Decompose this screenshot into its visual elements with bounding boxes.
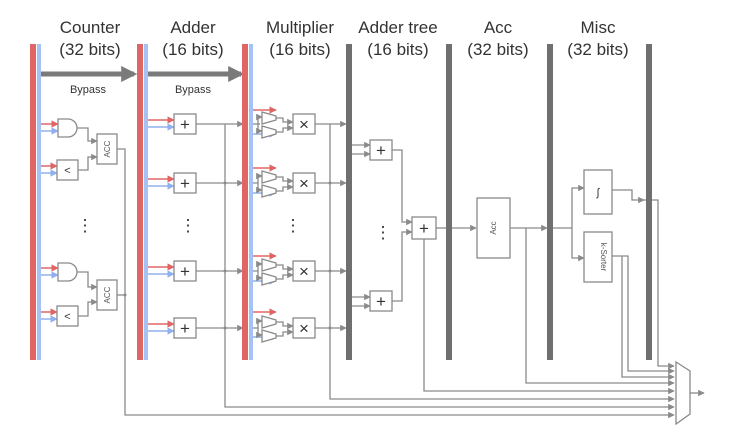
adder-input-arrows: [144, 116, 175, 335]
multiplier-ellipsis: ⋮: [285, 216, 302, 235]
mux-4a: [261, 315, 277, 329]
counter-red-bus: [30, 44, 36, 360]
output-mux: [675, 360, 705, 426]
acc-stage: Acc: [476, 197, 548, 259]
header-multiplier-bits: (16 bits): [269, 40, 330, 59]
adder-bottom-symbol: +: [180, 319, 190, 338]
header-misc-name: Misc: [581, 18, 616, 37]
mux-2b: [261, 184, 277, 198]
acc-block-label: Acc: [489, 221, 498, 234]
output-bus: [646, 44, 652, 360]
output-routing: [117, 124, 675, 419]
multiplier-red-bus: [242, 44, 248, 360]
acc-bus: [446, 44, 452, 360]
adder-second-symbol: +: [180, 174, 190, 193]
adder-third-symbol: +: [180, 262, 190, 281]
adder-ellipsis: ⋮: [180, 216, 197, 235]
mul-row-2: ×: [250, 170, 347, 198]
integrator-block: [583, 169, 613, 215]
adder-stage: + + + + ⋮: [144, 113, 244, 339]
bypass-arrows: Bypass Bypass: [41, 65, 245, 96]
multiplier-1-symbol: ×: [299, 115, 309, 134]
mul-row-1: ×: [256, 111, 347, 139]
and-gate-top: [57, 118, 78, 138]
mul-row-3: ×: [250, 258, 347, 286]
header-misc-bits: (32 bits): [567, 40, 628, 59]
misc-stage: ∫ k-Sorter: [553, 169, 645, 283]
adder-tree-bus: [346, 44, 352, 360]
counter-bypass-label: Bypass: [70, 84, 107, 96]
header-acc-bits: (32 bits): [467, 40, 528, 59]
mux-4b: [261, 329, 277, 343]
multiplier-3-symbol: ×: [299, 262, 309, 281]
and-gate-bottom: [57, 262, 78, 282]
header-adder-tree-bits: (16 bits): [367, 40, 428, 59]
acc-small-top-label: ACC: [103, 140, 112, 157]
mux-3b: [261, 272, 277, 286]
adder-top-symbol: +: [180, 115, 190, 134]
mux-3a: [261, 258, 277, 272]
header-multiplier-name: Multiplier: [266, 18, 334, 37]
tree-adder-final-symbol: +: [419, 219, 429, 238]
counter-ellipsis: ⋮: [77, 216, 94, 235]
adder-blue-bus: [144, 44, 148, 360]
headers: Counter (32 bits) Adder (16 bits) Multip…: [59, 18, 628, 59]
integrator-label: ∫: [595, 187, 600, 199]
output-mux-shape: [675, 360, 691, 426]
header-adder-name: Adder: [170, 18, 216, 37]
buses: [30, 44, 652, 360]
header-adder-tree-name: Adder tree: [358, 18, 437, 37]
header-adder-bits: (16 bits): [162, 40, 223, 59]
adder-tree-ellipsis: ⋮: [375, 223, 392, 242]
mux-2a: [261, 170, 277, 184]
mux-1a: [261, 111, 277, 125]
counter-stage: < < ACC ACC ⋮: [37, 118, 118, 327]
compare-label-bottom: <: [64, 311, 70, 323]
adder-bypass-label: Bypass: [175, 84, 212, 96]
acc-block: [476, 197, 511, 259]
header-counter-name: Counter: [60, 18, 121, 37]
multiplier-2-symbol: ×: [299, 174, 309, 193]
multiplier-input-arrows: [250, 106, 277, 341]
header-counter-bits: (32 bits): [59, 40, 120, 59]
misc-bus: [547, 44, 553, 360]
tree-adder-top-symbol: +: [376, 141, 386, 160]
compare-label-top: <: [64, 165, 70, 177]
multiplier-stage: × × ×: [250, 106, 347, 343]
sorter-block: [583, 231, 613, 283]
tree-adder-bottom-symbol: +: [376, 292, 386, 311]
sorter-label: k-Sorter: [599, 243, 608, 272]
adder-red-bus: [137, 44, 143, 360]
adder-tree-stage: + + + ⋮: [352, 139, 477, 312]
multiplier-4-symbol: ×: [299, 319, 309, 338]
mux-1b: [261, 125, 277, 139]
multiplier-blue-bus: [249, 44, 253, 360]
acc-small-bottom-label: ACC: [103, 286, 112, 303]
mul-row-4: ×: [250, 315, 347, 343]
counter-blue-bus: [37, 44, 41, 360]
header-acc-name: Acc: [484, 18, 513, 37]
